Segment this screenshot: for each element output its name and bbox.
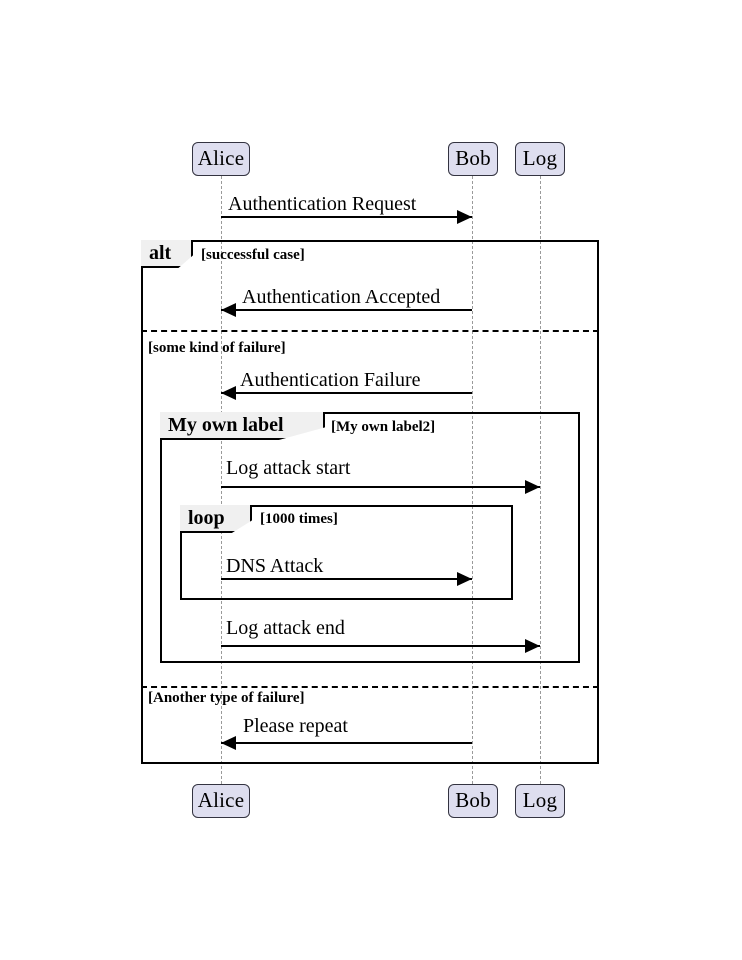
message-line-authentication-accepted: [221, 309, 472, 311]
fragment-alt: [141, 240, 599, 764]
arrowhead-left-icon: [221, 303, 236, 317]
participant-label: Log: [522, 145, 558, 170]
fragment-loop: [180, 505, 513, 600]
fragment-operator-label: alt: [149, 242, 172, 264]
participant-label: Bob: [455, 145, 491, 170]
lifeline-bob: [472, 176, 473, 784]
lifeline-alice: [221, 176, 222, 784]
arrowhead-right-icon: [457, 210, 472, 224]
fragment-operator-loop: loop: [180, 505, 252, 533]
message-line-log-attack-end: [221, 645, 540, 647]
fragment-guard-1000-times: [1000 times]: [260, 511, 338, 527]
fragment-my-own-label: [160, 412, 580, 663]
fragment-guard-my-own-label2: [My own label2]: [331, 419, 436, 435]
participant-alice-bottom[interactable]: Alice: [192, 784, 250, 818]
message-line-authentication-request: [221, 216, 472, 218]
arrowhead-right-icon: [525, 480, 540, 494]
arrowhead-right-icon: [457, 572, 472, 586]
message-label-authentication-request: Authentication Request: [228, 193, 417, 215]
participant-label: Alice: [197, 145, 245, 170]
message-label-log-attack-end: Log attack end: [226, 617, 345, 639]
message-label-please-repeat: Please repeat: [243, 715, 348, 737]
message-label-dns-attack: DNS Attack: [226, 555, 324, 577]
message-line-dns-attack: [221, 578, 472, 580]
fragment-guard-some-kind-of-failure: [some kind of failure]: [148, 340, 286, 356]
participant-label: Alice: [197, 787, 245, 812]
arrowhead-right-icon: [525, 639, 540, 653]
message-label-log-attack-start: Log attack start: [226, 457, 351, 479]
arrowhead-left-icon: [221, 736, 236, 750]
fragment-guard-successful-case: [successful case]: [201, 247, 305, 263]
participant-label: Bob: [455, 787, 491, 812]
participant-bob-bottom[interactable]: Bob: [448, 784, 498, 818]
participant-label: Log: [522, 787, 558, 812]
lifeline-log: [540, 176, 541, 784]
fragment-operator-label: My own label: [168, 414, 284, 436]
participant-log-bottom[interactable]: Log: [515, 784, 565, 818]
message-line-please-repeat: [221, 742, 472, 744]
message-label-authentication-failure: Authentication Failure: [240, 369, 421, 391]
fragment-operator-label: loop: [188, 507, 225, 529]
arrowhead-left-icon: [221, 386, 236, 400]
message-label-authentication-accepted: Authentication Accepted: [242, 286, 441, 308]
fragment-section-divider: [141, 686, 599, 688]
participant-alice-top[interactable]: Alice: [192, 142, 250, 176]
message-line-authentication-failure: [221, 392, 472, 394]
fragment-section-divider: [141, 330, 599, 332]
participant-log-top[interactable]: Log: [515, 142, 565, 176]
message-line-log-attack-start: [221, 486, 540, 488]
participant-bob-top[interactable]: Bob: [448, 142, 498, 176]
fragment-guard-another-type-of-failure: [Another type of failure]: [148, 690, 305, 706]
